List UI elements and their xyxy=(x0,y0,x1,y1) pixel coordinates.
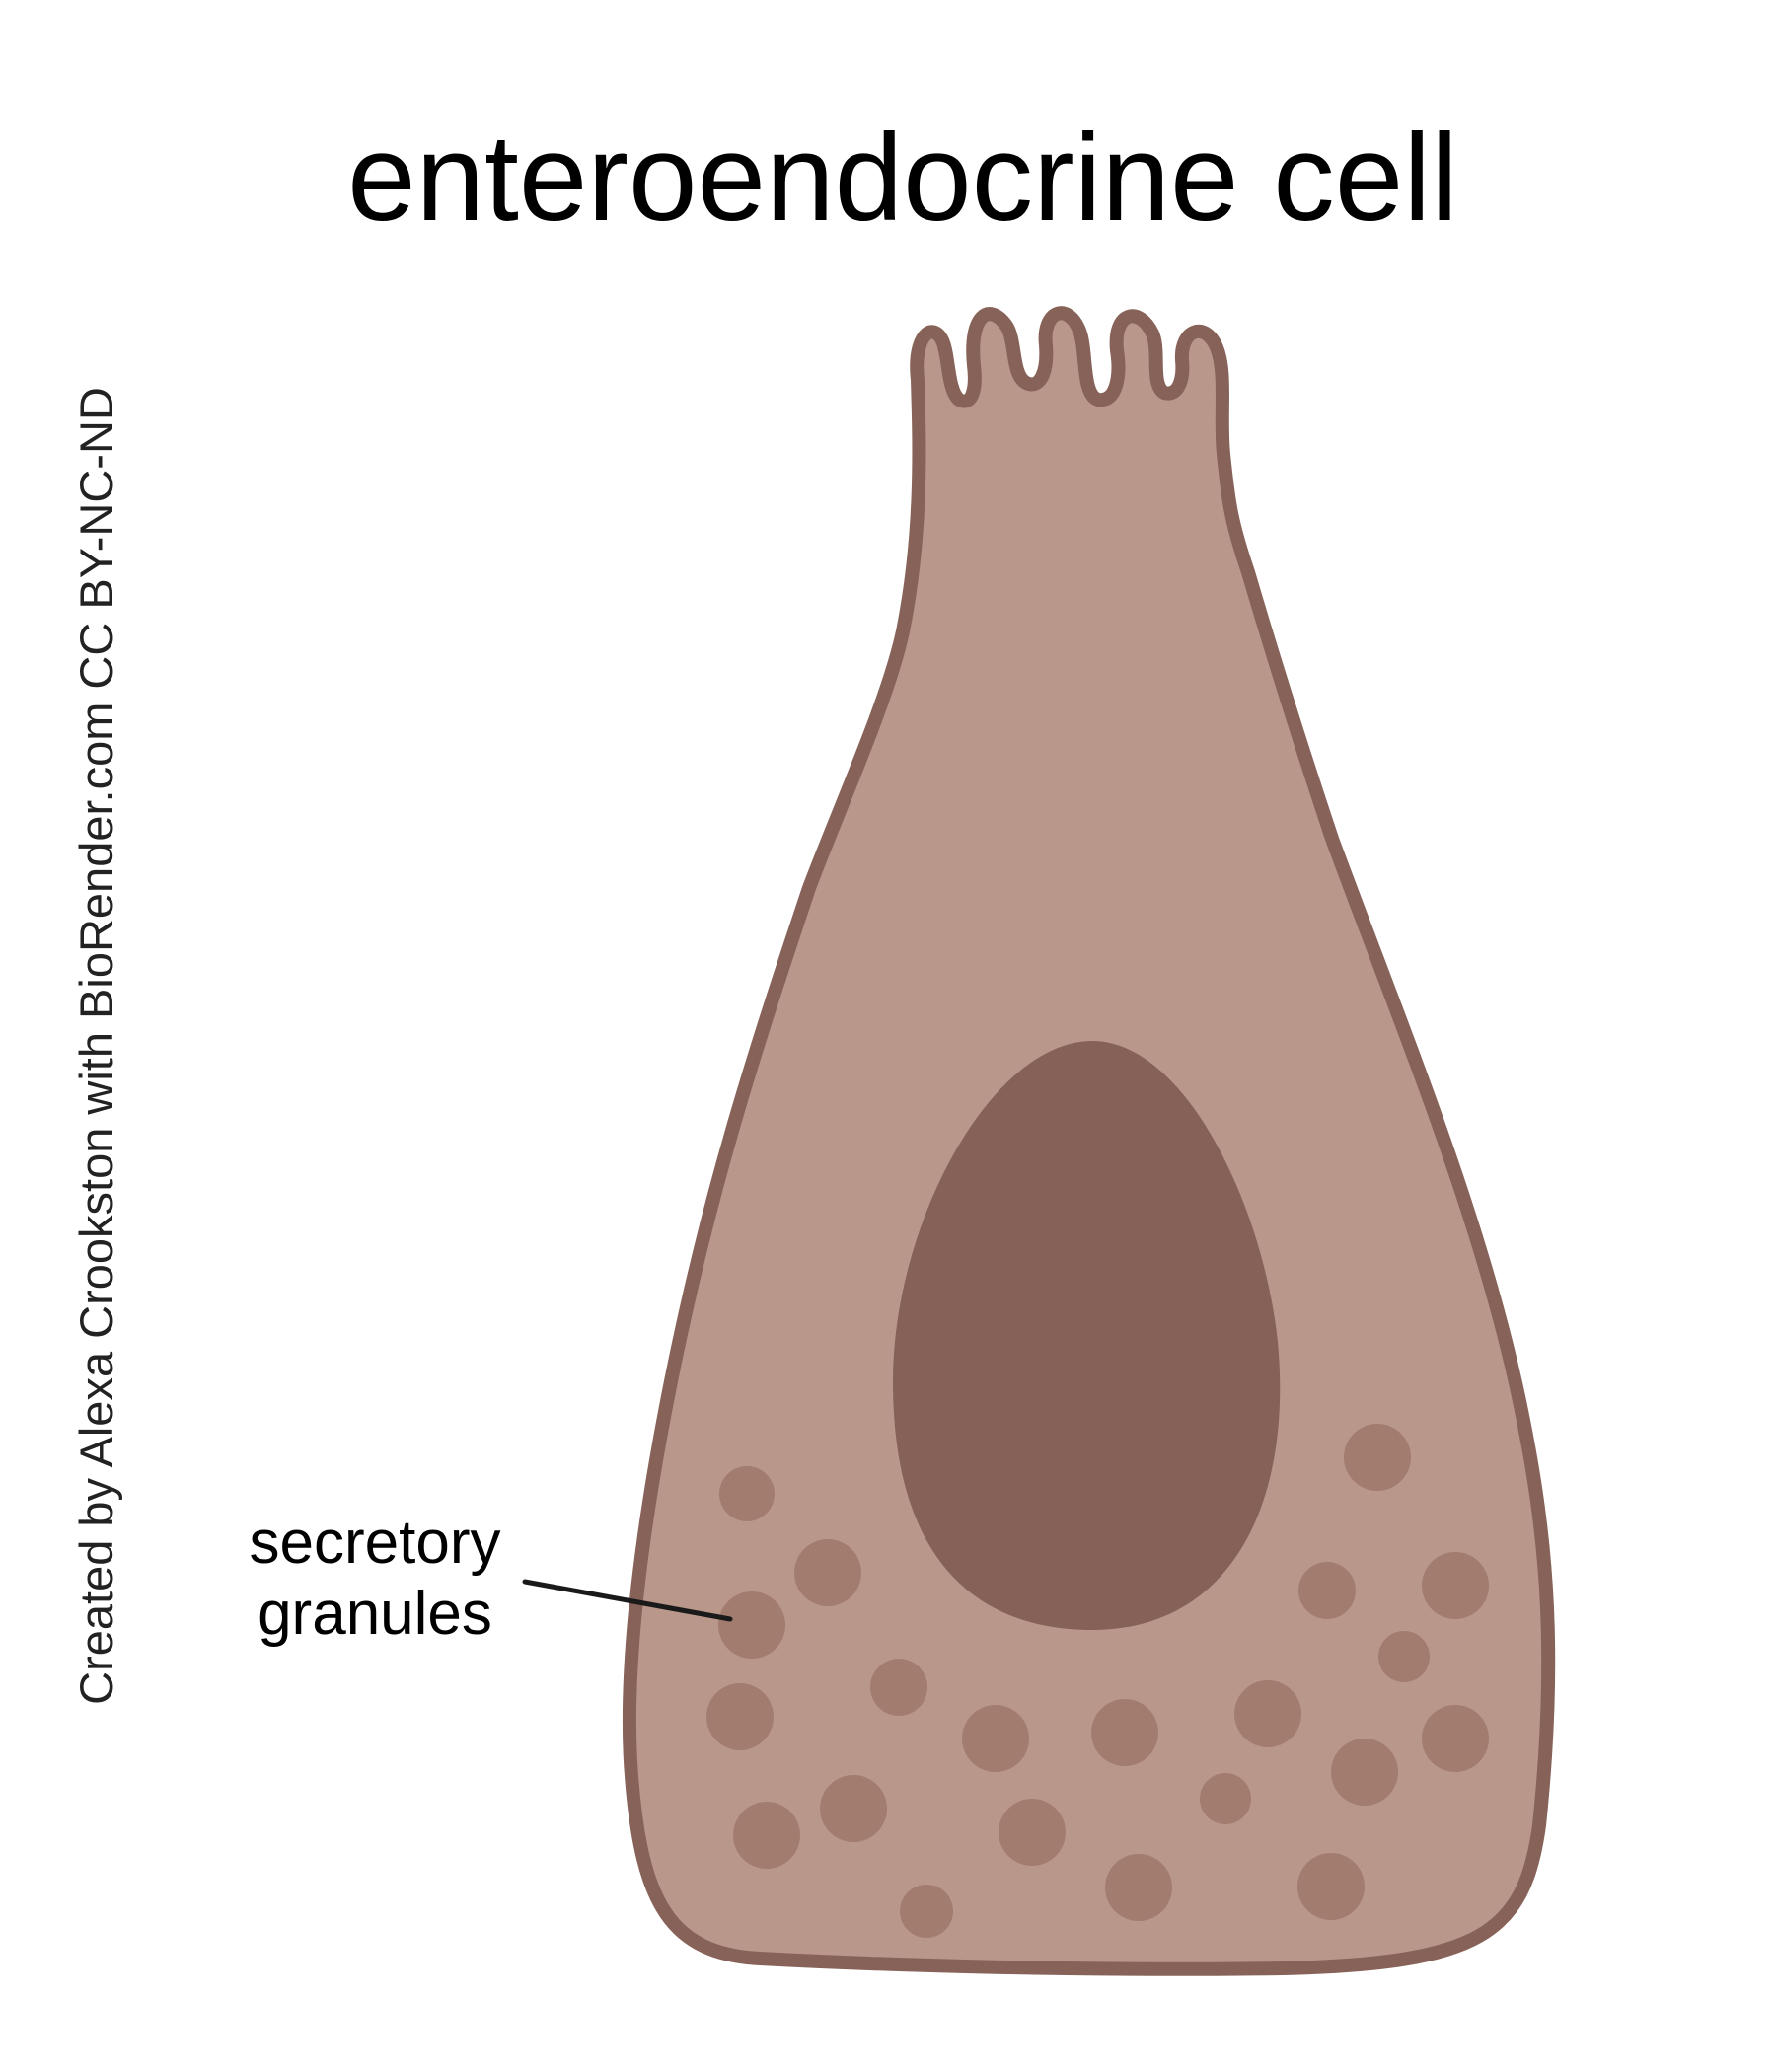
granule xyxy=(1091,1699,1158,1766)
granule xyxy=(1200,1773,1251,1824)
granule xyxy=(718,1591,785,1659)
granule xyxy=(900,1885,953,1938)
granule xyxy=(1234,1680,1301,1747)
granule xyxy=(1331,1739,1398,1806)
granule xyxy=(733,1802,800,1869)
granule xyxy=(1297,1853,1365,1920)
granule xyxy=(1298,1562,1356,1619)
granule xyxy=(1422,1552,1489,1619)
granule xyxy=(1422,1705,1489,1772)
granule xyxy=(1344,1424,1411,1491)
secretory-granules-label: secretory granules xyxy=(217,1508,533,1650)
granule xyxy=(719,1466,775,1521)
granule xyxy=(870,1659,927,1716)
granule xyxy=(1378,1631,1430,1682)
granule xyxy=(794,1539,861,1606)
granule xyxy=(820,1775,887,1842)
granule xyxy=(1105,1854,1172,1921)
granule xyxy=(706,1683,774,1750)
granule xyxy=(962,1705,1029,1772)
granule xyxy=(999,1799,1066,1866)
